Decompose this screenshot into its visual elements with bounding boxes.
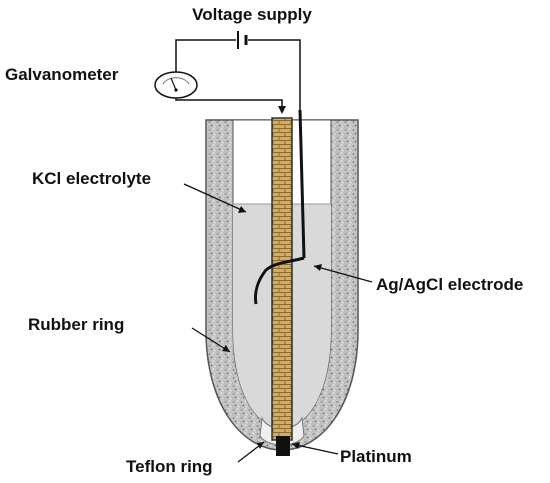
circuit-wire-right xyxy=(248,39,301,110)
ag-agcl-wire xyxy=(298,109,306,259)
pointer-rubber xyxy=(191,327,231,353)
label-teflon-ring: Teflon ring xyxy=(126,457,213,476)
label-voltage-supply: Voltage supply xyxy=(192,5,312,24)
galvanometer-icon xyxy=(154,71,198,99)
circuit-wire-galvo xyxy=(175,96,283,110)
label-ag-agcl-electrode: Ag/AgCl electrode xyxy=(376,275,523,294)
label-platinum: Platinum xyxy=(340,447,412,466)
label-rubber-ring: Rubber ring xyxy=(28,315,124,334)
pointer-kcl xyxy=(183,183,247,213)
label-galvanometer: Galvanometer xyxy=(5,65,119,84)
pointer-platinum xyxy=(291,443,339,455)
circuit-wire-left xyxy=(175,39,236,74)
ag-agcl-coil xyxy=(254,256,305,305)
central-tube xyxy=(271,117,293,441)
pointer-ag-agcl xyxy=(313,265,373,283)
platinum-tip xyxy=(276,436,290,456)
label-kcl-electrolyte: KCl electrolyte xyxy=(32,169,151,188)
